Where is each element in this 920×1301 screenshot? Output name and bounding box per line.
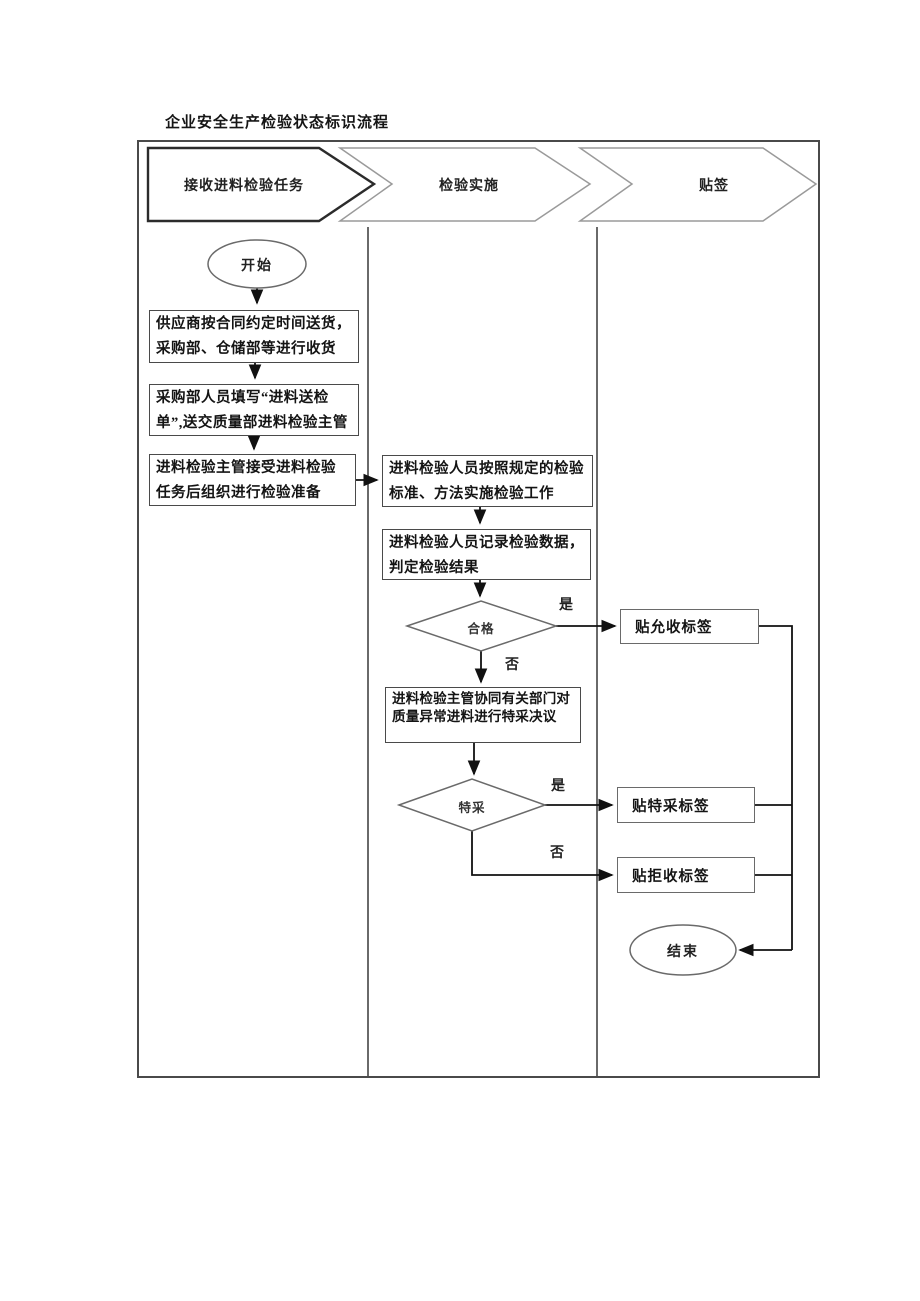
lane-chevron-3: [577, 147, 818, 222]
doc-title: 企业安全生产检验状态标识流程: [165, 115, 390, 131]
edge-label-qualified-yes: 是: [559, 598, 573, 613]
node-implement-inspection: 进料检验人员按照规定的检验标准、方法实施检验工作: [382, 455, 593, 507]
column-divider-2: [596, 227, 598, 1076]
node-record-results: 进料检验人员记录检验数据，判定检验结果: [382, 529, 591, 580]
node-special-decision: 进料检验主管协同有关部门对质量异常进料进行特采决议: [385, 687, 581, 743]
node-attach-accept-label: 贴允收标签: [620, 609, 759, 644]
start-oval-shape: [207, 239, 307, 289]
decision-qualified-label: 合格: [467, 622, 495, 636]
end-oval-shape: [629, 924, 737, 976]
node-receive-goods: 供应商按合同约定时间送货，采购部、仓储部等进行收货: [149, 310, 359, 363]
lane-chevron-1: [146, 146, 377, 223]
edge-label-special-no: 否: [550, 846, 564, 861]
lane-label-inspection: 检验实施: [439, 179, 499, 194]
edge-label-special-yes: 是: [551, 779, 565, 794]
flow-connectors: [207, 239, 793, 976]
node-submit-form: 采购部人员填写“进料送检单”,送交质量部进料检验主管: [149, 384, 359, 436]
connector-accept-to-collector: [759, 625, 793, 950]
node-attach-reject-label: 贴拒收标签: [617, 857, 755, 893]
swimlane-flowchart: 接收进料检验任务 检验实施 贴签: [137, 140, 820, 1078]
node-attach-special-label: 贴特采标签: [617, 787, 755, 823]
node-prepare-inspection: 进料检验主管接受进料检验任务后组织进行检验准备: [149, 454, 356, 506]
decision-special-label: 特采: [458, 801, 486, 815]
decision-qualified-shape: [404, 600, 559, 652]
column-divider-1: [367, 227, 369, 1076]
lane-header-chevrons: [146, 146, 818, 223]
start-label: 开始: [241, 259, 273, 274]
lane-label-receive-task: 接收进料检验任务: [184, 179, 304, 194]
edge-label-qualified-no: 否: [505, 658, 519, 673]
connector-special-no: [471, 831, 614, 882]
lane-label-attach: 贴签: [699, 179, 729, 194]
end-label: 结束: [667, 945, 699, 960]
lane-chevron-2: [337, 147, 592, 222]
decision-special-shape: [396, 778, 548, 832]
